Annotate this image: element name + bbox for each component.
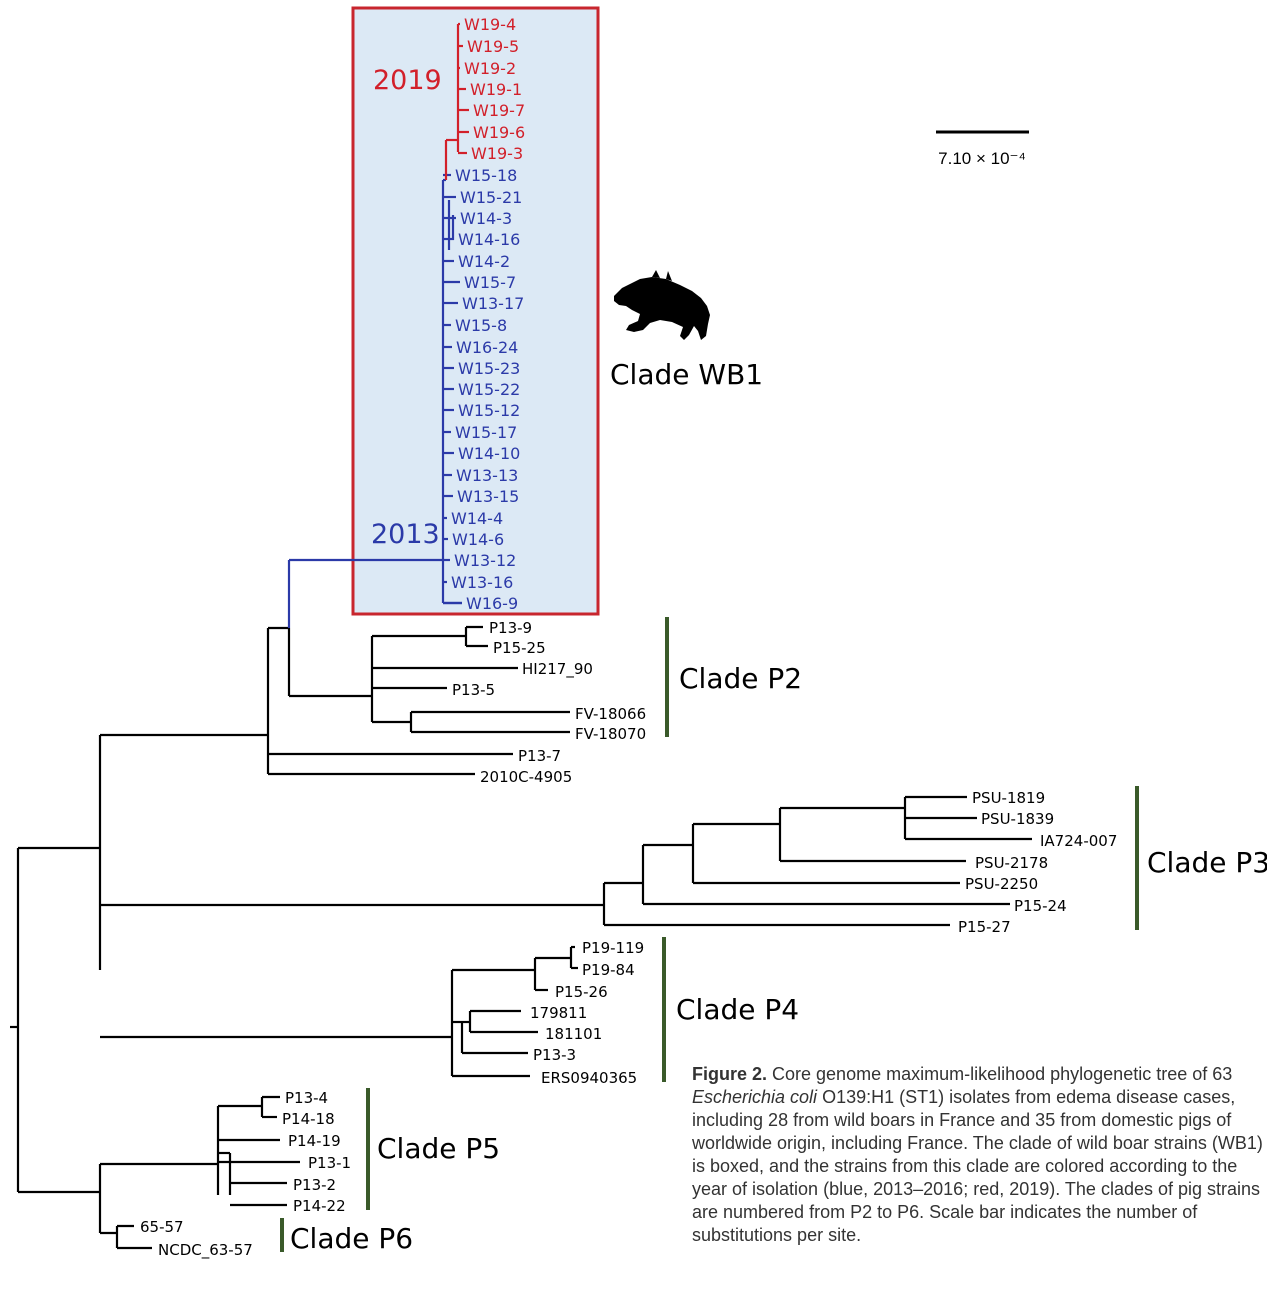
leaf-label: W15-12 [458,401,520,420]
leaf-label: P13-3 [533,1046,576,1064]
leaf-label: IA724-007 [1040,832,1117,850]
leaf-label: W14-3 [460,209,512,228]
leaf-label: W15-23 [458,359,520,378]
leaf-label: W14-16 [458,230,520,249]
leaf-label: W19-4 [464,15,516,34]
leaf-label: W14-6 [452,530,504,549]
leaf-label: W19-2 [464,59,516,78]
leaf-label: W13-12 [454,551,516,570]
leaf-label: W19-6 [473,123,525,142]
figure-caption: Figure 2. Core genome maximum-likelihood… [692,1063,1267,1247]
leaf-label: W19-3 [471,144,523,163]
leaf-label: W16-24 [456,338,518,357]
leaf-label: P15-24 [1014,897,1067,915]
leaf-label: W14-10 [458,444,520,463]
leaf-label: PSU-2178 [975,854,1048,872]
year-label-2019: 2019 [373,65,442,96]
leaf-labels: P13-9P15-25HI217_90P13-5FV-18066FV-18070… [140,15,1117,1260]
caption-species: Escherichia coli [692,1087,818,1107]
leaf-label: W15-8 [455,316,507,335]
leaf-label: W13-17 [462,294,524,313]
clade-p6-label: Clade P6 [290,1222,413,1255]
tree-branches-2019 [444,22,469,180]
leaf-label: FV-18070 [575,725,646,743]
leaf-label: 65-57 [140,1218,184,1236]
clade-wb1-box [351,6,600,616]
leaf-label: P13-5 [452,681,495,699]
leaf-label: P13-7 [518,747,561,765]
leaf-label: 181101 [545,1025,602,1043]
leaf-label: FV-18066 [575,705,646,723]
leaf-label: W14-4 [451,509,503,528]
leaf-label: PSU-1839 [981,810,1054,828]
leaf-label: P13-2 [293,1176,336,1194]
caption-part1: Core genome maximum-likelihood phylogene… [767,1064,1233,1084]
leaf-label: P19-119 [582,939,644,957]
tree-branches [10,625,1032,1250]
clade-bars [280,617,1139,1252]
leaf-label: P14-19 [288,1132,341,1150]
caption-part2: O139:H1 (ST1) isolates from edema diseas… [692,1087,1263,1245]
leaf-label: P13-4 [285,1089,328,1107]
clade-wb1-label: Clade WB1 [610,358,763,391]
leaf-label: P14-18 [282,1110,335,1128]
clade-p3-label: Clade P3 [1147,846,1267,879]
leaf-label: W13-16 [451,573,513,592]
leaf-label: W15-18 [455,166,517,185]
wild-boar-silhouette-icon [614,270,710,340]
leaf-label: 2010C-4905 [480,768,572,786]
leaf-label: HI217_90 [522,660,593,679]
leaf-label: W15-7 [464,273,516,292]
leaf-label: P15-26 [555,983,608,1001]
leaf-label: P15-27 [958,918,1011,936]
scale-bar-label: 7.10 × 10⁻⁴ [938,149,1026,168]
clade-p2-label: Clade P2 [679,662,802,695]
clade-p4-label: Clade P4 [676,993,799,1026]
leaf-label: P14-22 [293,1197,346,1215]
leaf-label: ERS0940365 [541,1069,637,1087]
caption-label: Figure 2. [692,1064,768,1084]
leaf-label: PSU-1819 [972,789,1045,807]
leaf-label: W14-2 [458,252,510,271]
leaf-label: P13-1 [308,1154,351,1172]
leaf-label: W15-17 [455,423,517,442]
leaf-label: P15-25 [493,639,546,657]
leaf-label: W13-13 [456,466,518,485]
leaf-label: W15-22 [458,380,520,399]
leaf-label: W19-1 [470,80,522,99]
clade-p5-label: Clade P5 [377,1132,500,1165]
leaf-label: W19-5 [467,37,519,56]
leaf-label: P19-84 [582,961,635,979]
year-label-2013: 2013 [371,519,440,550]
leaf-label: W15-21 [460,188,522,207]
leaf-label: W19-7 [473,101,525,120]
leaf-label: PSU-2250 [965,875,1038,893]
leaf-label: 179811 [530,1004,587,1022]
leaf-label: P13-9 [489,619,532,637]
leaf-label: NCDC_63-57 [158,1241,253,1260]
leaf-label: W13-15 [457,487,519,506]
leaf-label: W16-9 [466,594,518,613]
